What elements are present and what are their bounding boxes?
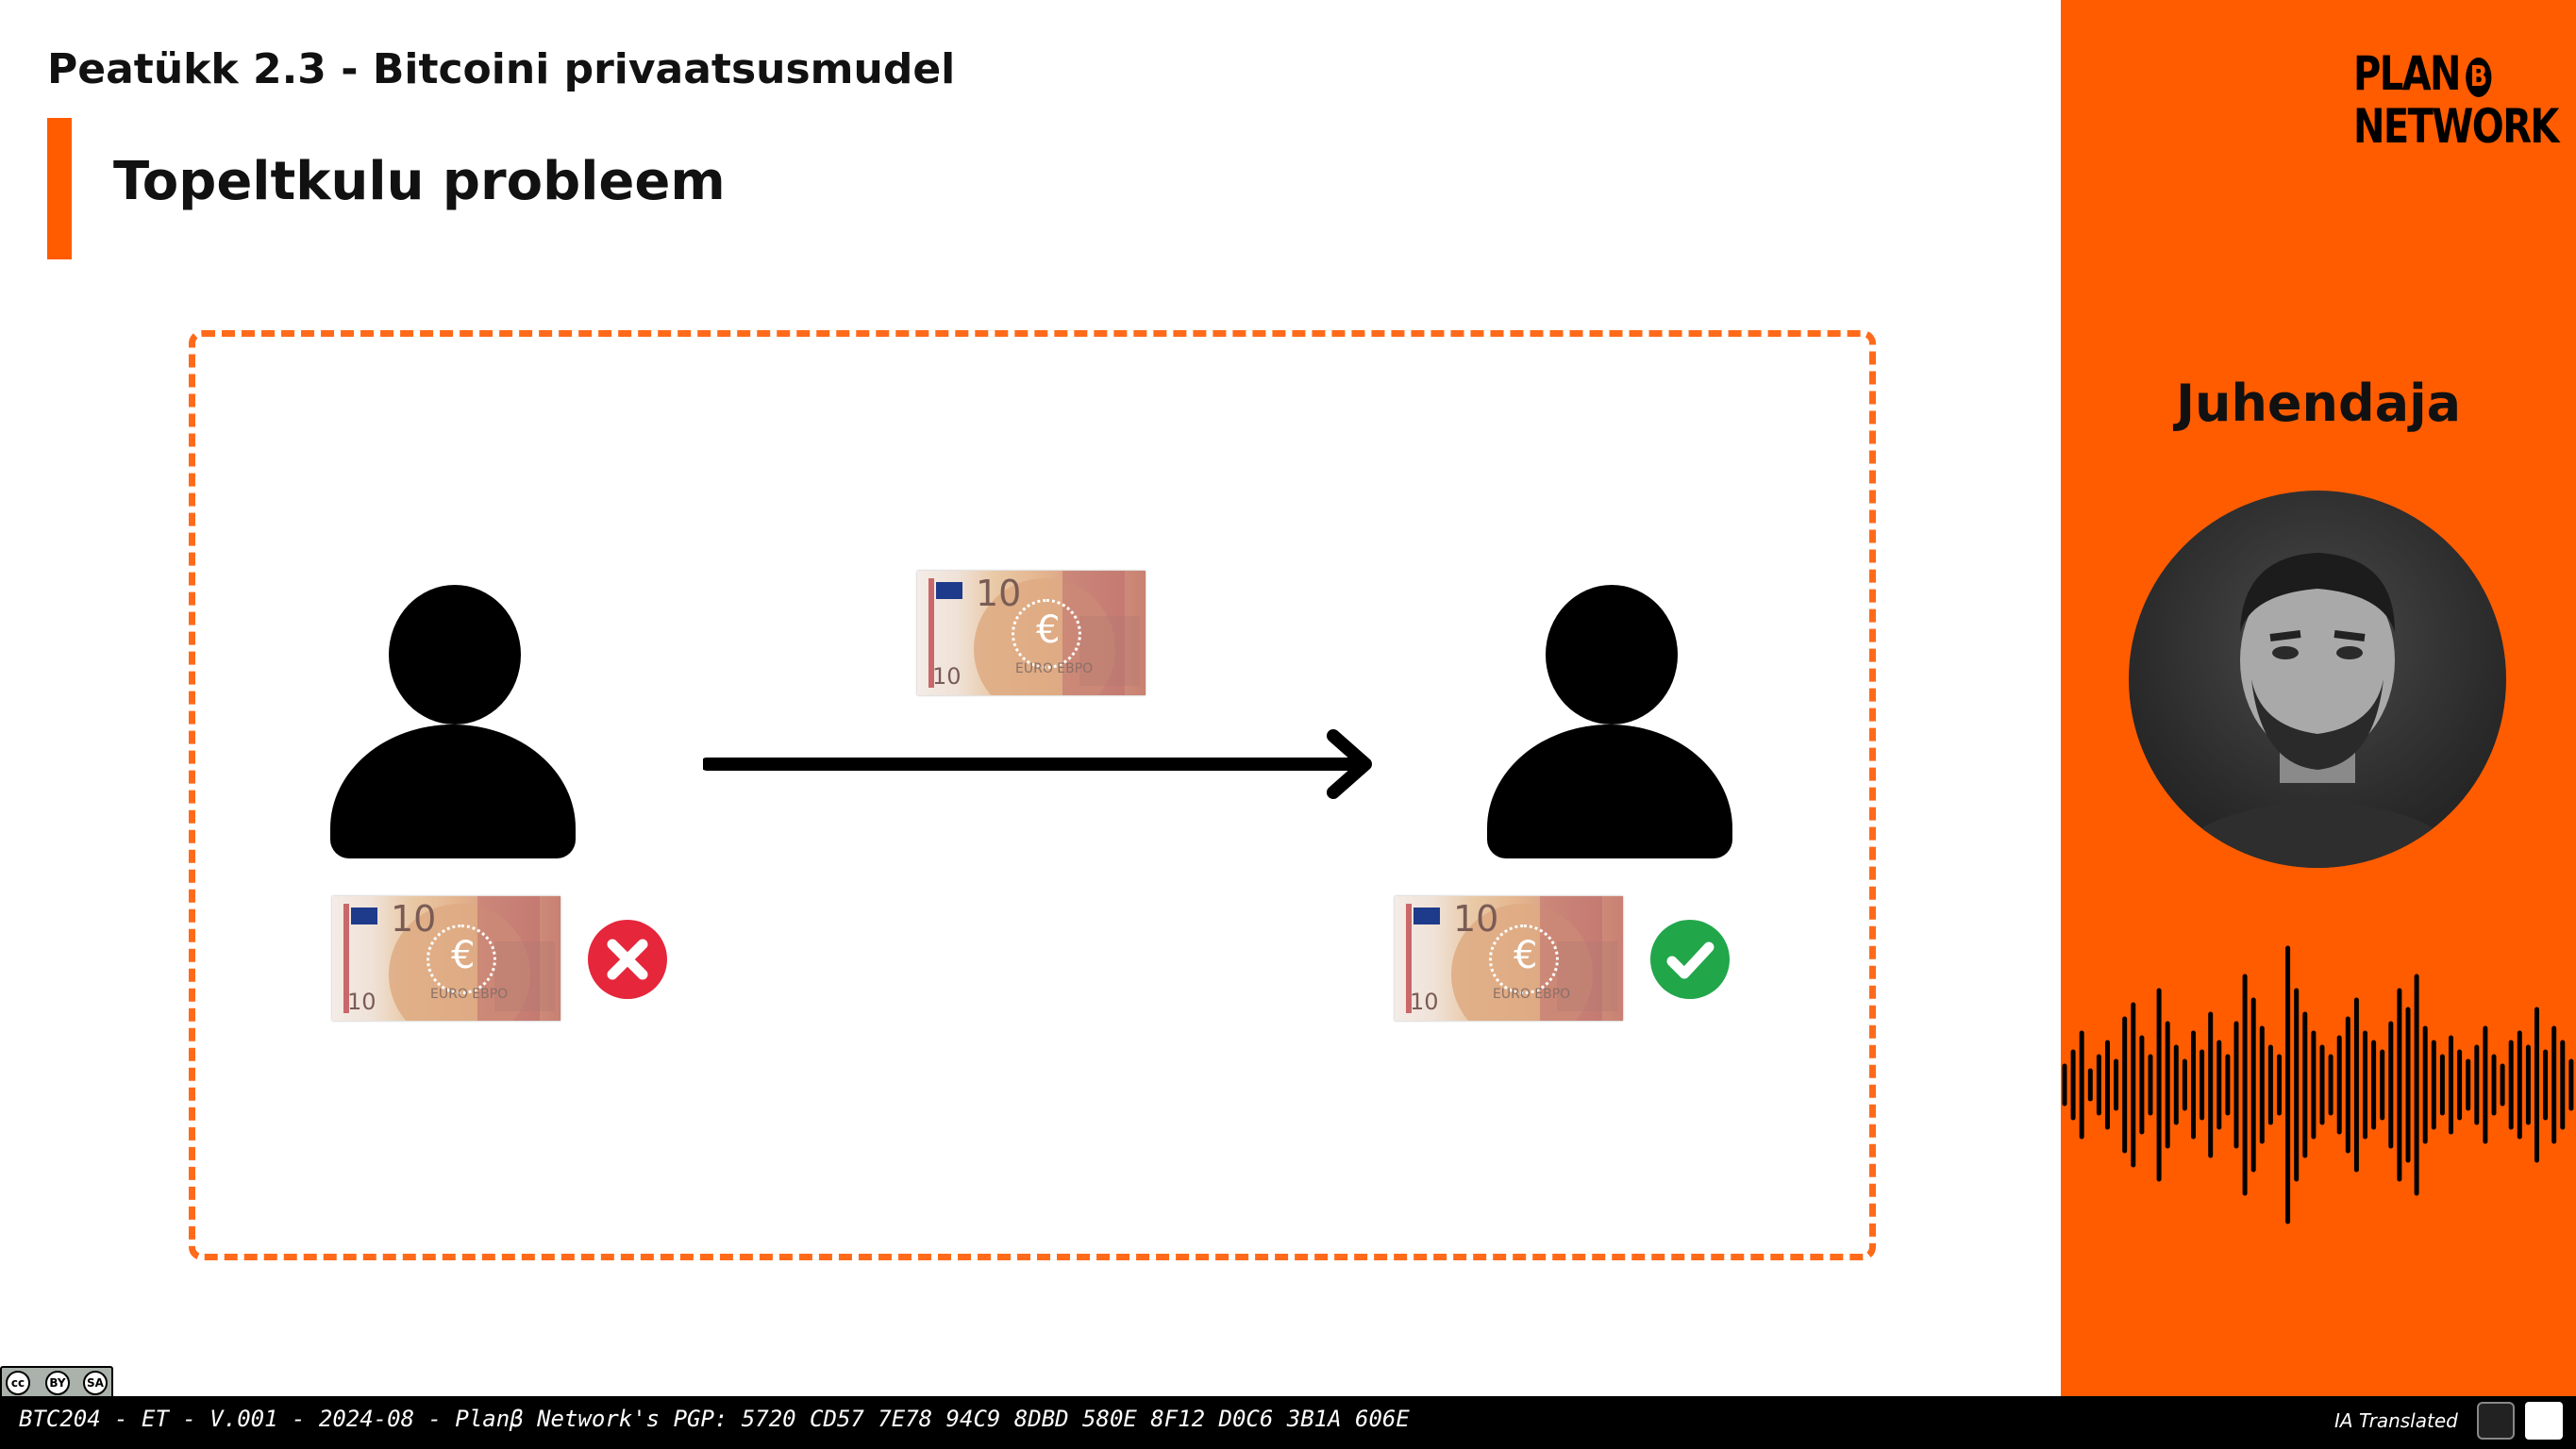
bitcoin-b-icon: B <box>2466 58 2492 97</box>
instructor-label: Juhendaja <box>2175 374 2462 433</box>
banknote-word: EURO ЕВРО <box>430 987 509 1002</box>
sender-person-icon <box>330 585 576 858</box>
sa-icon: SA <box>83 1371 108 1395</box>
cc-license-badge: cc BY SA <box>0 1366 113 1400</box>
euro-symbol: € <box>1514 934 1538 977</box>
footer-version-text: BTC204 - ET - V.001 - 2024-08 - Planβ Ne… <box>19 1406 1410 1432</box>
banknote-value-small: 10 <box>1410 989 1439 1015</box>
cc-icon: cc <box>6 1371 30 1395</box>
transfer-arrow-icon <box>703 729 1372 799</box>
accent-bar <box>47 118 72 259</box>
banknote-value: 10 <box>1453 898 1499 940</box>
check-icon <box>1649 919 1731 1000</box>
audio-waveform <box>2062 945 2574 1224</box>
banknote-value: 10 <box>391 898 437 940</box>
banknote-value-small: 10 <box>347 989 376 1015</box>
translator-logo-icon <box>2525 1402 2563 1440</box>
ia-translated-label: IA Translated <box>2334 1409 2458 1432</box>
by-icon: BY <box>45 1371 70 1395</box>
diagram-frame <box>189 330 1876 1260</box>
banknote-value-small: 10 <box>932 663 962 690</box>
banknote-word: EURO ЕВРО <box>1015 661 1094 676</box>
footer-bar <box>0 1396 2576 1449</box>
euro-symbol: € <box>1036 608 1061 652</box>
euro-symbol: € <box>451 934 476 977</box>
banknote-sender: 10 10 € EURO ЕВРО <box>332 896 560 1021</box>
ai-logo-icon <box>2477 1402 2515 1440</box>
cross-icon <box>587 919 668 1000</box>
instructor-avatar <box>2129 491 2506 868</box>
banknote-word: EURO ЕВРО <box>1493 987 1571 1002</box>
slide-title: Topeltkulu probleem <box>113 151 726 212</box>
chapter-heading: Peatükk 2.3 - Bitcoini privaatsusmudel <box>47 45 956 93</box>
banknote-value: 10 <box>976 573 1022 614</box>
receiver-person-icon <box>1487 585 1732 858</box>
banknote-receiver: 10 10 € EURO ЕВРО <box>1395 896 1623 1021</box>
banknote-transfer: 10 10 € EURO ЕВРО <box>917 571 1146 695</box>
